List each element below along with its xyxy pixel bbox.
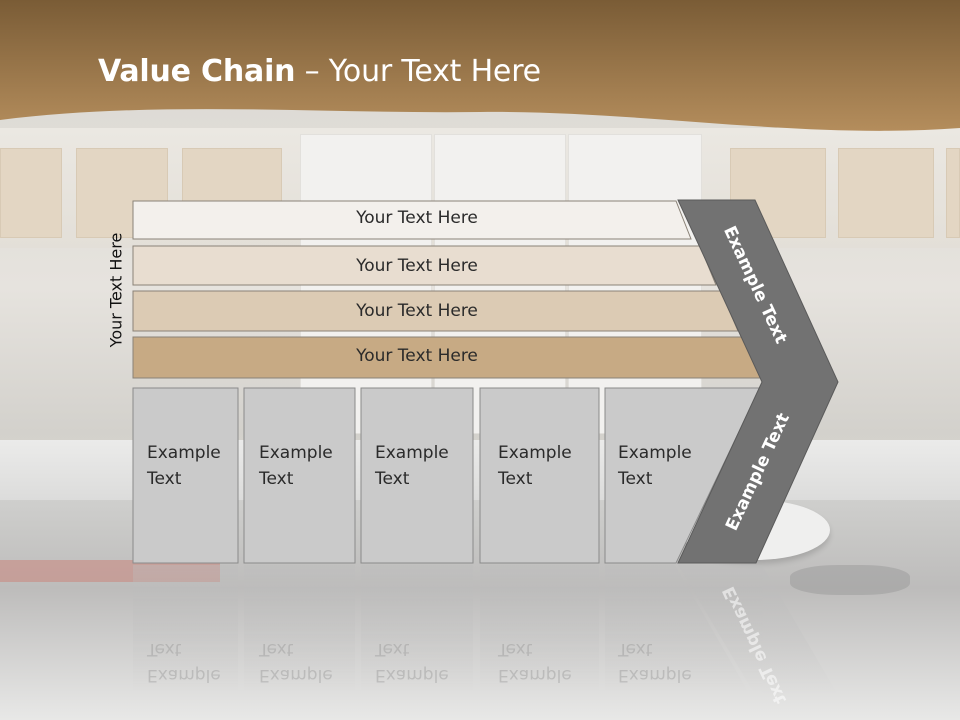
column-box-3 — [360, 387, 474, 564]
slide-title: Value Chain – Your Text Here — [98, 54, 541, 89]
column-label-reflection: Example Text — [618, 636, 718, 688]
reflection-text: Text — [498, 639, 533, 659]
column-label-line1: Example — [147, 443, 221, 463]
column-label-reflection: Example Text — [259, 636, 359, 688]
column-label-reflection: Example Text — [147, 636, 247, 688]
reflection-text: Text — [259, 639, 294, 659]
reflection-text: Example — [259, 665, 333, 685]
column-label-line1: Example — [375, 443, 449, 463]
reflection-text: Text — [375, 639, 410, 659]
title-bold: Value Chain — [98, 54, 296, 89]
background-box — [946, 148, 960, 238]
column-label-line1: Example — [259, 443, 333, 463]
column-label-line1: Example — [498, 443, 572, 463]
reflection-text: Example — [618, 665, 692, 685]
side-label: Your Text Here — [106, 232, 126, 348]
background-box — [0, 148, 62, 238]
row-label-1: Your Text Here — [356, 208, 478, 228]
column-label-line2: Text — [375, 469, 410, 489]
reflection-text: Example — [375, 665, 449, 685]
reflection-text: Example — [147, 665, 221, 685]
column-label-line2: Text — [147, 469, 182, 489]
column-label-reflection: Example Text — [498, 636, 598, 688]
row-label-4: Your Text Here — [356, 346, 478, 366]
row-bar-1 — [132, 200, 692, 240]
column-box-2 — [243, 387, 356, 564]
reflection-text: Text — [618, 639, 653, 659]
row-label-2: Your Text Here — [356, 256, 478, 276]
chevron-arrow — [677, 199, 839, 564]
reflection-text: Text — [147, 639, 182, 659]
column-label-line2: Text — [618, 469, 653, 489]
row-label-3: Your Text Here — [356, 301, 478, 321]
column-box-1 — [132, 387, 239, 564]
reflection — [133, 565, 838, 695]
background-knobs — [790, 565, 910, 595]
column-label-reflection: Example Text — [375, 636, 475, 688]
column-label-line2: Text — [498, 469, 533, 489]
reflection-text: Example — [498, 665, 572, 685]
column-box-4 — [479, 387, 600, 564]
title-rest: – Your Text Here — [295, 54, 541, 89]
column-box-5 — [604, 387, 761, 564]
title-banner — [0, 0, 960, 131]
column-label-line2: Text — [259, 469, 294, 489]
row-bar-2 — [132, 245, 717, 286]
background-box — [838, 148, 934, 238]
column-label-line1: Example — [618, 443, 692, 463]
